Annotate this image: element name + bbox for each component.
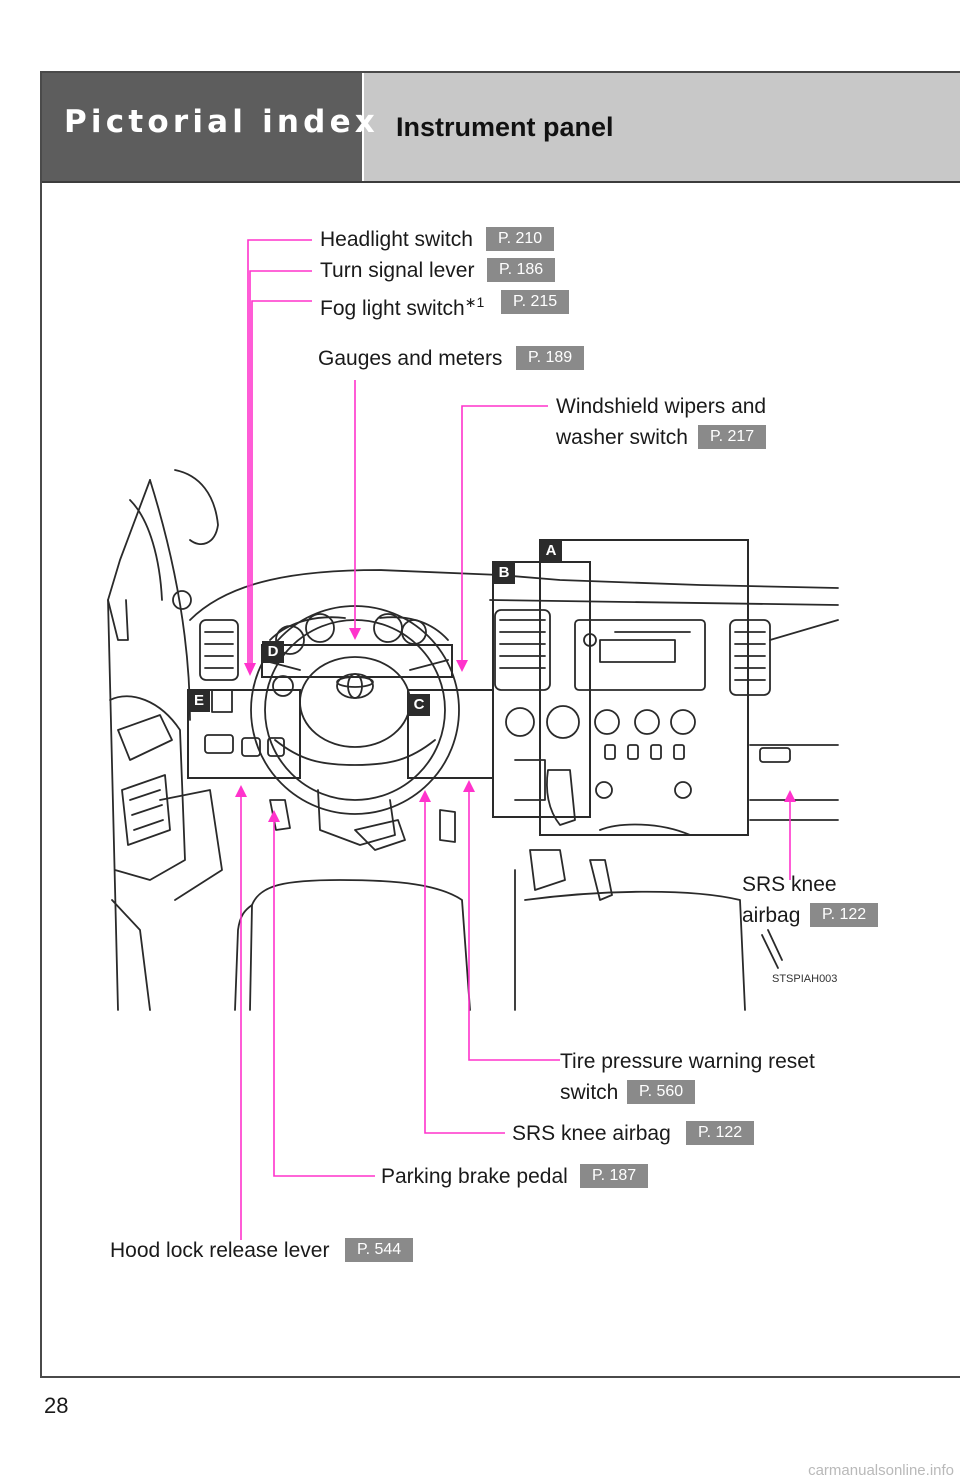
wipers-label-line2: washer switch [556,426,688,449]
fog-light-switch-label: Fog light switch∗1 [320,290,484,321]
section-tab [42,73,362,181]
turn-signal-lever-page-ref[interactable]: P. 186 [487,258,556,282]
watermark: carmanualsonline.info [808,1462,954,1479]
srs-knee-right-label-line1: SRS knee [742,873,837,896]
fog-light-footnote: ∗1 [464,294,485,310]
tire-pressure-page-ref[interactable]: P. 560 [627,1080,696,1104]
headlight-switch-label: Headlight switch [320,228,473,251]
page-number: 28 [44,1393,69,1418]
srs-knee-left-label: SRS knee airbag [512,1122,671,1145]
page-header-bar [364,73,960,181]
tire-pressure-label-line1: Tire pressure warning reset [560,1050,815,1073]
srs-knee-right-label-line2: airbag [742,904,801,927]
headlight-switch-page-ref[interactable]: P. 210 [486,227,555,251]
hood-lock-label: Hood lock release lever [110,1239,330,1262]
wipers-page-ref[interactable]: P. 217 [698,425,767,449]
page-frame [40,71,960,1378]
header-divider [42,181,960,183]
parking-brake-label: Parking brake pedal [381,1165,568,1188]
gauges-meters-label: Gauges and meters [318,347,503,370]
turn-signal-lever-label: Turn signal lever [320,259,475,282]
tire-pressure-label-line2: switch [560,1081,619,1104]
fog-light-switch-page-ref[interactable]: P. 215 [501,290,570,314]
illustration-code: STSPIAH003 [772,973,837,985]
wipers-label-line1: Windshield wipers and [556,395,767,418]
gauges-meters-page-ref[interactable]: P. 189 [516,346,585,370]
page-title: Instrument panel [396,112,614,142]
srs-knee-left-page-ref[interactable]: P. 122 [686,1121,755,1145]
tag-b: B [493,562,515,584]
tag-d: D [262,641,284,663]
parking-brake-page-ref[interactable]: P. 187 [580,1164,649,1188]
tag-c: C [408,694,430,716]
section-title: Pictorial index [64,104,379,140]
srs-knee-right-page-ref[interactable]: P. 122 [810,903,879,927]
fog-light-switch-text: Fog light switch [320,297,465,320]
hood-lock-page-ref[interactable]: P. 544 [345,1238,414,1262]
tag-a: A [540,540,562,562]
tag-e: E [188,690,210,712]
